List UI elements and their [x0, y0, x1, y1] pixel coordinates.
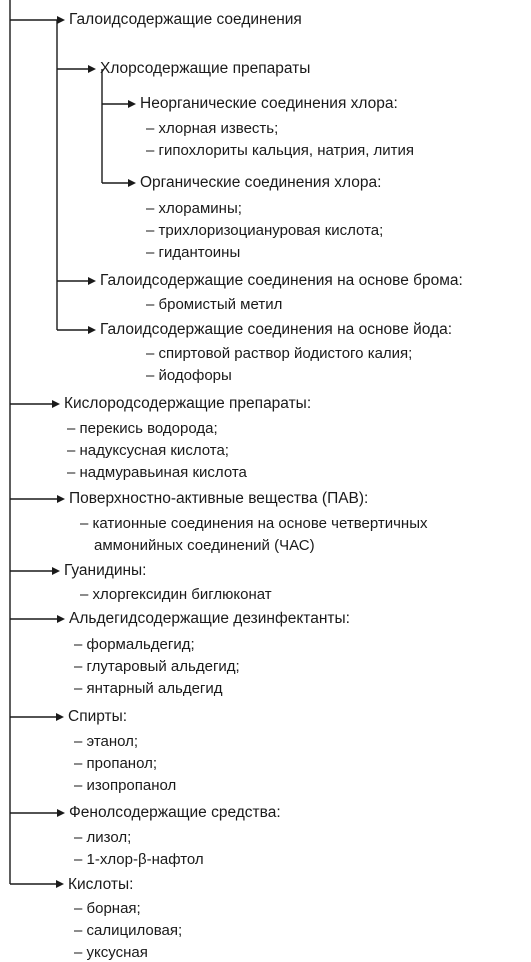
list-item: йодофоры: [146, 367, 232, 385]
arrow-head-icon: [57, 809, 65, 817]
arrow-head-icon: [128, 179, 136, 187]
list-item: гипохлориты кальция, натрия, лития: [146, 142, 415, 160]
group-title: Альдегидсодержащие дезинфектанты:: [69, 610, 350, 627]
arrow-head-icon: [88, 277, 96, 285]
arrow-head-icon: [128, 100, 136, 108]
list-item: надмуравьиная кислота: [67, 464, 247, 482]
list-item: хлорамины;: [146, 200, 242, 218]
group-title: Кислородсодержащие препараты:: [64, 395, 312, 412]
arrow-head-icon: [57, 495, 65, 503]
arrow-head-icon: [52, 400, 60, 408]
group-title: Спирты:: [68, 708, 128, 725]
subgroup-title: Галоидсодержащие соединения на основе бр…: [100, 272, 463, 289]
class-title: Неорганические соединения хлора:: [140, 95, 398, 112]
list-item: спиртовой раствор йодистого калия;: [146, 345, 413, 363]
list-item: янтарный альдегид: [74, 680, 223, 698]
list-item: борная;: [74, 900, 141, 918]
arrow-head-icon: [57, 16, 65, 24]
list-item: 1-хлор-β-нафтол: [74, 851, 204, 869]
list-item: уксусная: [74, 944, 148, 962]
list-item-continuation: аммонийных соединений (ЧАС): [94, 537, 315, 554]
subgroup-title: Галоидсодержащие соединения на основе йо…: [100, 321, 453, 338]
group-title: Кислоты:: [68, 876, 134, 893]
class-title: Органические соединения хлора:: [140, 174, 382, 191]
arrow-head-icon: [88, 65, 96, 73]
arrow-head-icon: [88, 326, 96, 334]
list-item: этанол;: [74, 733, 139, 751]
list-item: хлорная известь;: [146, 120, 279, 138]
list-item: формальдегид;: [74, 636, 195, 654]
list-item: лизол;: [74, 829, 132, 847]
arrow-head-icon: [52, 567, 60, 575]
arrow-head-icon: [57, 615, 65, 623]
group-title: Поверхностно-активные вещества (ПАВ):: [69, 490, 369, 507]
group-title: Гуанидины:: [64, 562, 147, 579]
subgroup-title: Хлорсодержащие препараты: [100, 60, 311, 77]
list-item: перекись водорода;: [67, 420, 218, 438]
list-item: салициловая;: [74, 922, 183, 940]
list-item: хлоргексидин биглюконат: [80, 586, 272, 604]
arrow-head-icon: [56, 713, 64, 721]
list-item: надуксусная кислота;: [67, 442, 229, 460]
list-item: бромистый метил: [146, 296, 283, 314]
list-item: гидантоины: [146, 244, 241, 262]
list-item: пропанол;: [74, 755, 158, 773]
list-item: катионные соединения на основе четвертич…: [80, 515, 428, 533]
list-item: глутаровый альдегид;: [74, 658, 240, 676]
arrow-head-icon: [56, 880, 64, 888]
group-title: Галоидсодержащие соединения: [69, 11, 302, 28]
list-item: трихлоризоциануровая кислота;: [146, 222, 384, 240]
list-item: изопропанол: [74, 777, 177, 795]
group-title: Фенолсодержащие средства:: [69, 804, 281, 821]
